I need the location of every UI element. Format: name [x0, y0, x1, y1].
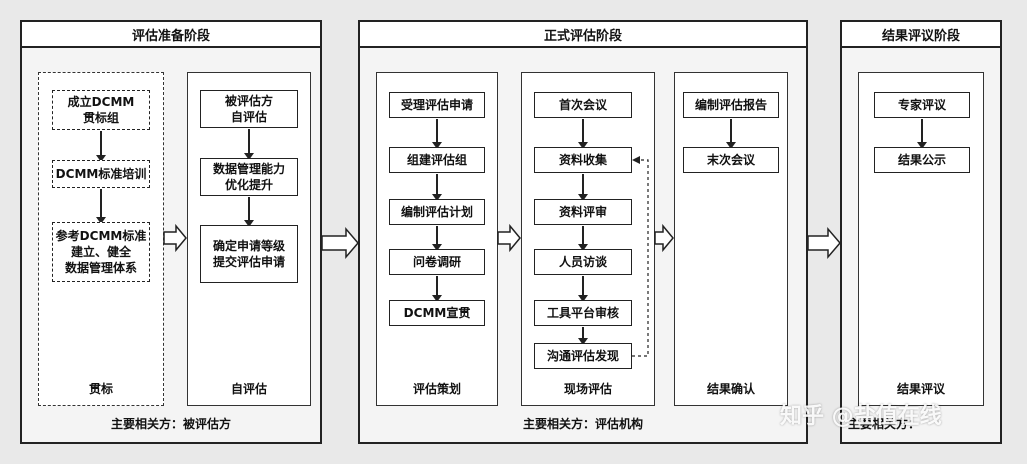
step-planning-5: DCMM宣贯 — [389, 300, 485, 326]
step-self-eval-1: 被评估方 自评估 — [200, 90, 298, 128]
arrow-guanbiao-1 — [96, 131, 106, 162]
phase-result-party: 主要相关方： — [848, 417, 921, 431]
step-onsite-6: 沟通评估发现 — [534, 343, 632, 369]
arrow-planning-1 — [432, 119, 442, 149]
step-onsite-2: 资料收集 — [534, 147, 632, 173]
step-guanbiao-3: 参考DCMM标准 建立、健全 数据管理体系 — [52, 222, 150, 282]
step-self-eval-2: 数据管理能力 优化提升 — [200, 158, 298, 196]
arrow-confirm-1 — [726, 119, 736, 149]
step-guanbiao-1: 成立DCMM 贯标组 — [52, 90, 150, 130]
phase-formal-title: 正式评估阶段 — [360, 22, 806, 48]
section-self-eval-label: 自评估 — [230, 382, 267, 396]
arrow-onsite-1 — [578, 119, 588, 149]
step-review-1: 专家评议 — [874, 92, 970, 118]
step-confirm-1: 编制评估报告 — [683, 92, 779, 118]
arrow-onsite-5 — [578, 327, 588, 345]
arrow-onsite-3 — [578, 226, 588, 251]
phase-prep-party: 主要相关方：被评估方 — [110, 417, 231, 431]
step-onsite-5: 工具平台审核 — [534, 300, 632, 326]
block-arrow-phase2-to-phase3 — [807, 226, 841, 260]
section-planning-label: 评估策划 — [412, 382, 461, 396]
arrow-onsite-4 — [578, 276, 588, 302]
arrow-guanbiao-2 — [96, 189, 106, 224]
step-planning-4: 问卷调研 — [389, 249, 485, 275]
step-confirm-2: 末次会议 — [683, 147, 779, 173]
step-planning-1: 受理评估申请 — [389, 92, 485, 118]
arrow-planning-3 — [432, 226, 442, 251]
phase-formal-party: 主要相关方：评估机构 — [522, 417, 643, 431]
section-guanbiao-label: 贯标 — [88, 382, 113, 396]
step-planning-2: 组建评估组 — [389, 147, 485, 173]
section-review-label: 结果评议 — [896, 382, 945, 396]
section-onsite-label: 现场评估 — [563, 382, 612, 396]
step-onsite-4: 人员访谈 — [534, 249, 632, 275]
step-onsite-3: 资料评审 — [534, 199, 632, 225]
step-review-2: 结果公示 — [874, 147, 970, 173]
step-onsite-1: 首次会议 — [534, 92, 632, 118]
arrow-onsite-2 — [578, 174, 588, 201]
arrow-planning-2 — [432, 174, 442, 201]
step-guanbiao-2: DCMM标准培训 — [52, 160, 150, 188]
phase-prep-title: 评估准备阶段 — [22, 22, 320, 48]
watermark: 知乎 @盐值在线 — [780, 404, 942, 429]
arrow-self-eval-1 — [244, 129, 254, 160]
phase-result-title: 结果评议阶段 — [842, 22, 1000, 48]
step-planning-3: 编制评估计划 — [389, 199, 485, 225]
section-confirm-label: 结果确认 — [706, 382, 755, 396]
arrow-review-1 — [917, 119, 927, 149]
arrow-planning-4 — [432, 276, 442, 302]
block-arrow-phase1-to-phase2 — [321, 226, 359, 260]
step-self-eval-3: 确定申请等级 提交评估申请 — [200, 225, 298, 283]
arrow-self-eval-2 — [244, 197, 254, 227]
